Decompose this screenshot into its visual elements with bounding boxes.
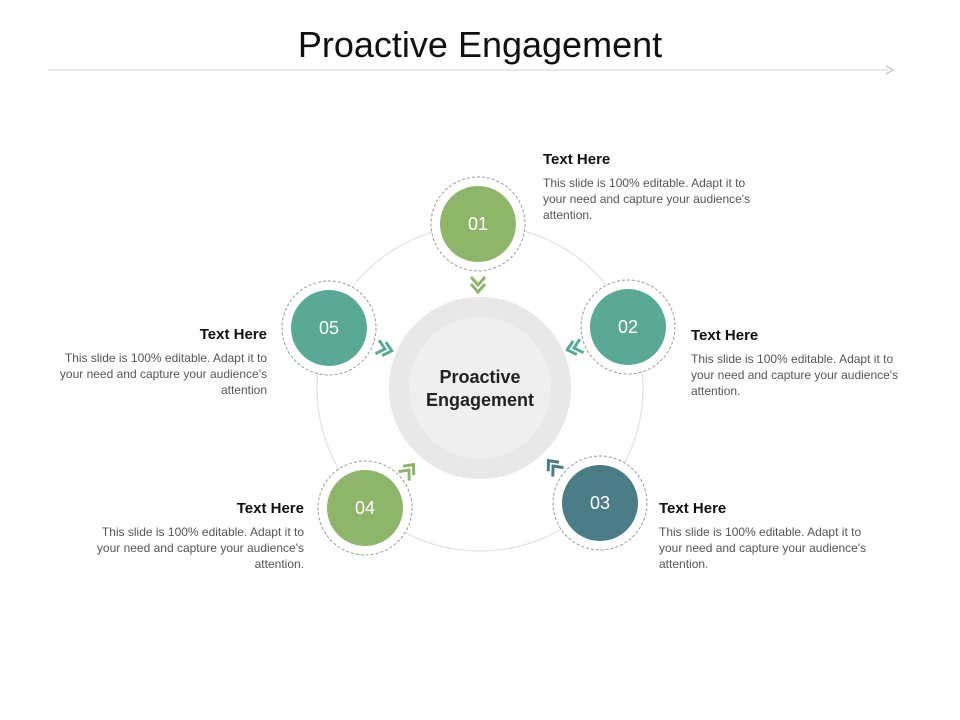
chevron-icon-01 [469,276,487,295]
center-label: Proactive Engagement [410,366,550,412]
center-label-line2: Engagement [425,390,535,410]
item-05-body: This slide is 100% editable. Adapt it to… [59,351,267,397]
node-05-number: 05 [319,318,339,338]
chevron-icon-04 [398,462,416,481]
node-05: 05 [281,280,377,376]
node-03: 03 [552,455,648,551]
chevron-icon-05 [374,339,394,357]
item-04-text: Text Here This slide is 100% editable. A… [89,500,304,572]
item-01-text: Text Here This slide is 100% editable. A… [543,151,758,223]
center-hub-inner [409,317,551,459]
item-05-heading: Text Here [199,326,267,343]
item-02-heading: Text Here [691,327,759,344]
chevron-icon-03 [546,458,564,477]
item-03-heading: Text Here [659,500,727,517]
node-02: 02 [580,279,676,375]
item-03-text: Text Here This slide is 100% editable. A… [659,500,874,572]
item-04-body: This slide is 100% editable. Adapt it to… [96,525,304,571]
node-03-number: 03 [590,493,610,513]
center-label-line1: Proactive [439,367,521,387]
chevron-icon-02 [565,338,585,356]
item-04-heading: Text Here [236,500,304,517]
node-04: 04 [317,460,413,556]
item-01-body: This slide is 100% editable. Adapt it to… [543,176,751,222]
node-04-number: 04 [355,498,375,518]
item-02-body: This slide is 100% editable. Adapt it to… [691,352,899,398]
node-02-number: 02 [618,317,638,337]
slide-title: Proactive Engagement [297,24,663,65]
node-01: 01 [430,176,526,272]
divider-arrow-icon [885,65,895,75]
item-03-body: This slide is 100% editable. Adapt it to… [659,525,867,571]
item-01-heading: Text Here [543,151,611,168]
item-02-text: Text Here This slide is 100% editable. A… [691,327,906,399]
item-05-text: Text Here This slide is 100% editable. A… [52,326,267,398]
node-01-number: 01 [468,214,488,234]
